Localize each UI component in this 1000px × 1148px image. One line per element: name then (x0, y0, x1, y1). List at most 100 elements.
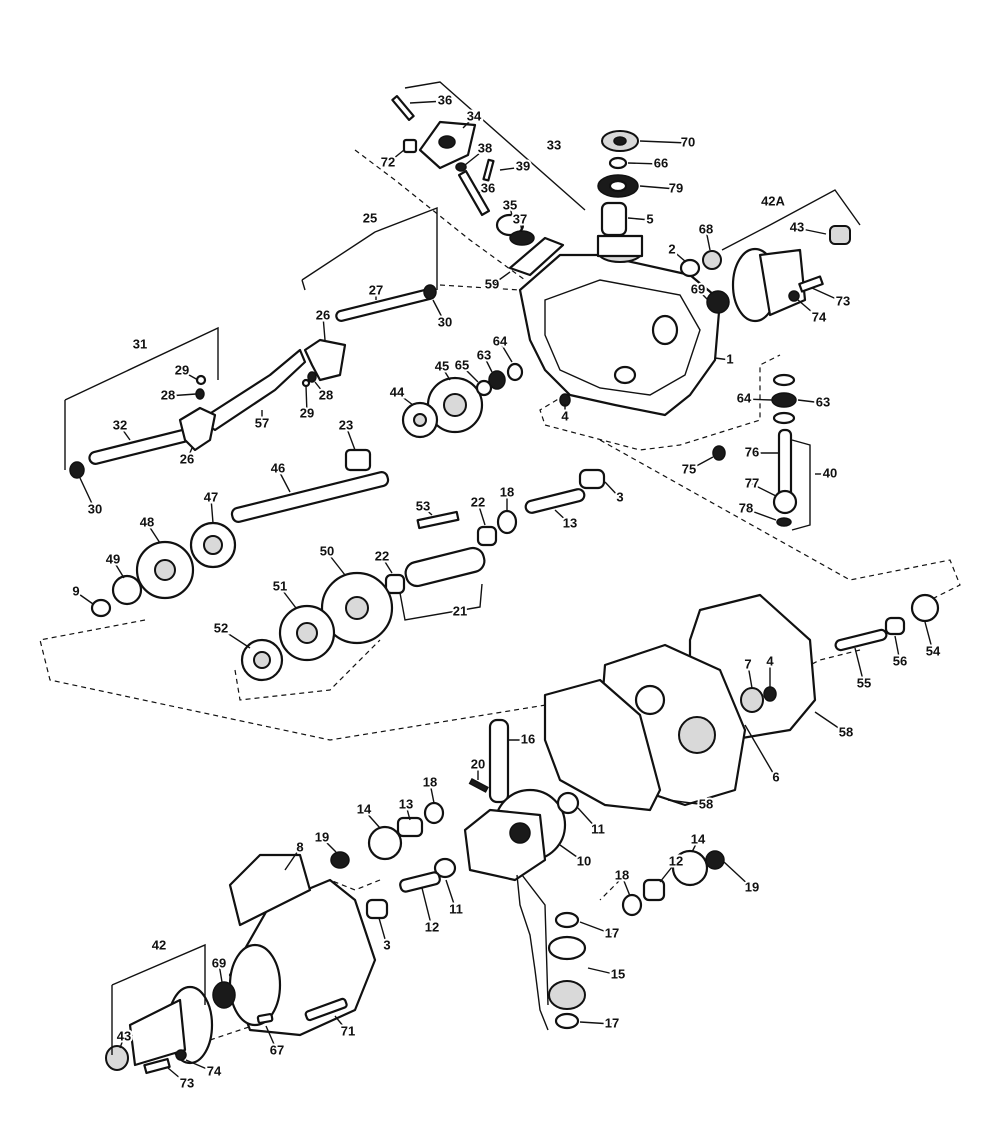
gear-44-hub (413, 413, 427, 427)
part-label-56: 56 (893, 653, 907, 668)
leader-line-43b (119, 1036, 125, 1049)
part-label-70: 70 (681, 134, 695, 149)
leader-line-44 (396, 392, 414, 406)
bevel-gear-14-left (367, 825, 403, 861)
gasket-59 (508, 236, 565, 277)
leader-line-59 (491, 271, 511, 286)
leader-line-7 (747, 664, 753, 689)
leader-line-13b (554, 509, 571, 525)
spring-28-right (307, 371, 317, 383)
leader-line-22a (381, 556, 393, 574)
leader-line-5 (627, 217, 651, 221)
leader-line-1 (714, 357, 731, 361)
part-label-64a: 64 (493, 333, 508, 348)
ball-29-left (195, 374, 207, 386)
part-label-16: 16 (521, 731, 535, 746)
leader-line-35 (509, 205, 513, 217)
leader-line-45 (441, 366, 451, 381)
shaft-36 (457, 169, 491, 217)
leader-line-74a (797, 299, 820, 319)
part-label-64b: 64 (737, 390, 752, 405)
part-label-28a: 28 (161, 387, 175, 402)
shift-cover-hole (438, 135, 456, 149)
part-label-34: 34 (467, 108, 482, 123)
bushing-11-top (556, 791, 580, 815)
part-label-4b: 4 (766, 653, 774, 668)
part-label-31: 31 (133, 336, 147, 351)
shaft-76 (777, 428, 793, 500)
leader-line-54 (924, 621, 934, 653)
part-label-69a: 69 (691, 281, 705, 296)
leader-line-49 (112, 559, 125, 579)
part-label-29a: 29 (175, 362, 189, 377)
part-label-26a: 26 (316, 307, 330, 322)
bushing-56 (884, 616, 906, 636)
part-label-75: 75 (682, 461, 696, 476)
bolt-71 (304, 997, 348, 1022)
washer-63-right (772, 373, 796, 387)
washer-17-top (554, 911, 580, 929)
gear-50-hub (345, 596, 369, 620)
snap-ring-19-right (705, 850, 725, 870)
knob-35 (495, 213, 525, 237)
leader-line-51 (279, 586, 297, 609)
leader-line-19b (723, 861, 753, 889)
spline-shaft-46 (230, 471, 390, 523)
side-housing-8-top (228, 853, 312, 927)
bushing-22-right (476, 525, 498, 547)
leader-line-6 (744, 724, 777, 779)
bolt-73-bottom (143, 1057, 171, 1075)
part-label-17b: 17 (605, 1015, 619, 1030)
fork-26-top (303, 338, 347, 382)
part-label-55: 55 (857, 675, 871, 690)
leader-line-67 (265, 1025, 278, 1052)
bearing-68 (702, 250, 722, 270)
seal-69-top (706, 290, 730, 314)
leader-line-28a (167, 393, 197, 397)
spring-28-left (195, 388, 205, 400)
part-label-42: 42 (152, 937, 166, 952)
shaft-55 (834, 628, 888, 652)
part-label-65: 65 (455, 357, 469, 372)
leader-line-19a (321, 837, 337, 853)
part-label-18b: 18 (500, 484, 514, 499)
leader-line-11b (445, 879, 457, 911)
leader-line-10 (559, 844, 585, 863)
gear-15-top (547, 935, 587, 961)
leader-line-14b (691, 839, 699, 853)
leader-line-8 (284, 847, 301, 871)
leader-line-22b (477, 502, 486, 526)
leader-line-28b (314, 381, 327, 397)
part-label-29b: 29 (300, 405, 314, 420)
leader-line-58b (667, 799, 707, 806)
leader-line-75 (688, 456, 714, 471)
part-label-13b: 13 (563, 515, 577, 530)
gear-52-hub (253, 651, 271, 669)
part-label-23: 23 (339, 417, 353, 432)
gear-47-hub (203, 535, 223, 555)
part-label-47: 47 (204, 489, 218, 504)
bearing-63-left (488, 370, 506, 390)
part-label-9: 9 (72, 583, 79, 598)
leader-line-26a (322, 315, 326, 341)
washer-74-top (788, 290, 800, 302)
part-label-66: 66 (654, 155, 668, 170)
part-label-14a: 14 (357, 801, 372, 816)
housing-hole-a (651, 314, 679, 346)
bushing-43-top (829, 225, 851, 245)
part-label-71: 71 (341, 1023, 355, 1038)
part-label-18a: 18 (423, 774, 437, 789)
part-label-59: 59 (485, 276, 499, 291)
bushing-11-bottom (433, 857, 457, 879)
snap-ring-19-left (330, 851, 350, 869)
leader-line-36a (409, 100, 446, 104)
bushing-43-bottom (105, 1045, 129, 1071)
part-label-52: 52 (214, 620, 228, 635)
leader-line-66 (627, 162, 662, 165)
leader-line-55 (854, 647, 865, 685)
part-label-17a: 17 (605, 925, 619, 940)
leader-line-32 (119, 425, 131, 441)
part-label-58b: 58 (699, 796, 713, 811)
washer-64-left (506, 362, 524, 382)
